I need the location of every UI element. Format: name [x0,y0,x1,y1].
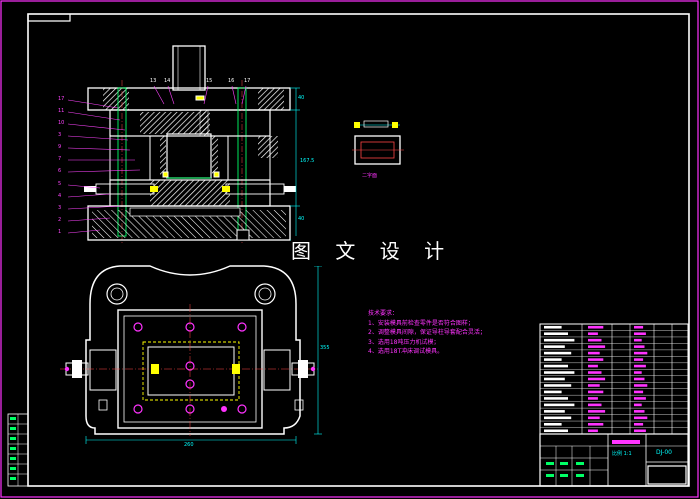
part-number-3b: 3 [58,205,62,211]
bom-table [539,323,689,435]
bom-cell [544,338,575,342]
tech-requirement-item: 1、安装模具前检查零件是否符合图样； [368,319,474,327]
bom-cell [634,403,642,407]
bom-cell [588,351,600,355]
tech-requirements-title: 技术要求： [368,310,399,317]
part-number-7: 7 [58,156,62,162]
bom-cell [588,338,602,342]
bom-cell [544,345,565,348]
dim-width: 260 [184,442,194,448]
tech-requirements: 技术要求： 1、安装模具前检查零件是否符合图样； 2、调整模具间隙，保证导柱导套… [368,309,538,357]
plan-view [60,265,320,436]
drawing-frame [27,13,690,487]
bom-cell [588,332,598,335]
bom-cell [634,416,648,420]
bom-cell [544,429,568,433]
bom-cell [544,416,572,420]
part-number-2: 2 [58,217,62,223]
bom-cell [634,423,644,426]
bom-cell [588,345,606,348]
watermark: 图 文 设 计 [291,236,444,266]
bom-cell [544,364,568,368]
bom-cell [544,390,562,394]
bom-cell [544,371,575,374]
bom-cell [634,358,644,361]
bom-cell [634,429,646,433]
bom-cell [544,403,575,407]
part-number-10: 10 [58,120,65,126]
bom-cell [588,358,604,361]
bom-cell [634,390,644,394]
bom-cell [544,377,565,381]
title-block [539,433,689,487]
bom-cell [588,410,606,413]
balloon-16: 16 [228,78,235,84]
bom-cell [544,351,572,355]
part-number-11: 11 [58,108,65,114]
bom-cell [634,332,646,335]
part-number-3a: 3 [58,132,62,138]
bom-cell [544,397,568,400]
bom-cell [544,423,562,426]
detail-view-label: 二字面 [362,173,378,179]
part-number-17: 17 [58,96,65,102]
bom-cell [634,410,645,413]
left-margin-table [7,413,29,487]
bom-cell [544,332,568,335]
front-section-view [84,45,296,244]
tech-requirement-item: 3、选用18吨压力机试模； [368,338,440,346]
dim-right: 355 [320,345,330,351]
bom-cell [634,345,645,348]
bom-cell [588,390,604,394]
tech-requirement-item: 4、选用18T冲床调试模具。 [368,348,444,355]
dim-low: 40 [298,216,305,222]
bom-cell [588,416,600,420]
part-number-5: 5 [58,181,62,187]
tech-requirement-item: 2、调整模具间隙，保证导柱导套配合灵活； [368,329,486,336]
bom-cell [588,325,604,329]
bom-cell [588,403,602,407]
bom-cell [634,384,648,387]
bom-cell [588,429,598,433]
bom-cell [544,410,565,413]
bom-cell [588,397,598,400]
balloon-17: 17 [244,78,251,84]
bom-cell [588,371,602,374]
bom-cell [634,351,648,355]
bom-cell [634,371,642,374]
bom-cell [544,384,572,387]
bom-cell [588,364,598,368]
detail-view [352,120,404,165]
balloon-15: 15 [206,78,213,84]
bom-cell [588,384,600,387]
part-number-4: 4 [58,193,62,199]
bom-cell [544,325,562,329]
dim-mid: 167.5 [300,158,315,164]
bom-cell [544,358,562,361]
dim-height: 40 [298,95,305,101]
part-number-1: 1 [58,229,62,235]
bom-cell [634,338,642,342]
scale-label: 比例 1:1 [612,451,632,457]
balloon-13: 13 [150,78,157,84]
drawing-number: DJ-00 [656,449,672,456]
part-number-6: 6 [58,168,62,174]
balloon-14: 14 [164,78,171,84]
bom-rows [540,325,688,433]
bom-cell [634,325,644,329]
bom-cell [634,397,646,400]
part-leaders [67,99,141,234]
bom-cell [588,377,606,381]
part-number-9: 9 [58,144,62,150]
bom-cell [588,423,604,426]
bom-cell [634,364,646,368]
bom-cell [634,377,645,381]
